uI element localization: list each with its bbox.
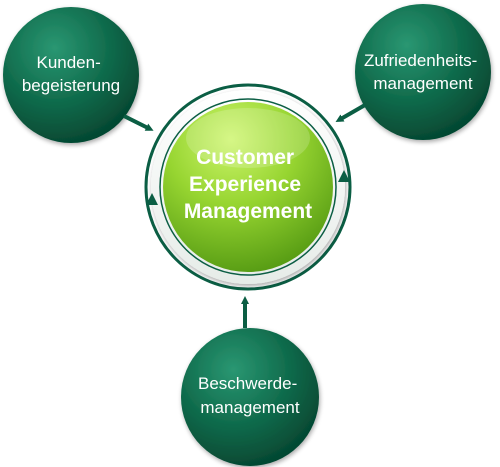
- node-zufriedenheitsmanagement-circle: [355, 4, 491, 140]
- node-zufriedenheitsmanagement: Zufriedenheits- management: [355, 4, 491, 140]
- center-hub-highlight: [186, 108, 310, 168]
- center-label-line-2: Experience: [189, 173, 301, 196]
- node-zufriedenheitsmanagement-line-2: management: [373, 74, 473, 93]
- arrow-kunden-to-center: [123, 114, 154, 131]
- svg-text:Customer Experience: Customer Experience Management: [184, 146, 312, 223]
- arrow-zufriedenheit-to-center: [335, 103, 366, 122]
- svg-text:Beschwerde- management: Beschwerde- management: [198, 374, 302, 417]
- node-kundenbegeisterung-circle: [3, 7, 139, 143]
- node-beschwerdemanagement-line-1: Beschwerde-: [198, 374, 297, 393]
- center-hub-inner-ring: [159, 98, 337, 276]
- node-kundenbegeisterung-line-2: begeisterung: [22, 76, 120, 95]
- center-label-line-3: Management: [184, 200, 312, 223]
- svg-text:Kunden- begeisterung: Kunden- begeisterung: [22, 53, 120, 95]
- center-hub-outer-ring: [144, 83, 352, 291]
- node-beschwerdemanagement: Beschwerde- management: [181, 328, 319, 466]
- node-beschwerdemanagement-circle: [181, 328, 319, 466]
- ring-arrow-left: [146, 193, 158, 205]
- ring-arrow-right: [338, 170, 350, 182]
- node-beschwerdemanagement-line-2: management: [200, 398, 300, 417]
- center-label-line-1: Customer: [196, 146, 294, 169]
- node-kundenbegeisterung: Kunden- begeisterung: [3, 7, 139, 143]
- center-hub: Customer Experience Management: [144, 83, 352, 291]
- center-hub-circle: [163, 102, 333, 272]
- node-kundenbegeisterung-line-1: Kunden-: [36, 53, 100, 72]
- svg-text:Zufriedenheits- manageme: Zufriedenheits- management: [364, 51, 482, 93]
- node-zufriedenheitsmanagement-line-1: Zufriedenheits-: [364, 51, 477, 70]
